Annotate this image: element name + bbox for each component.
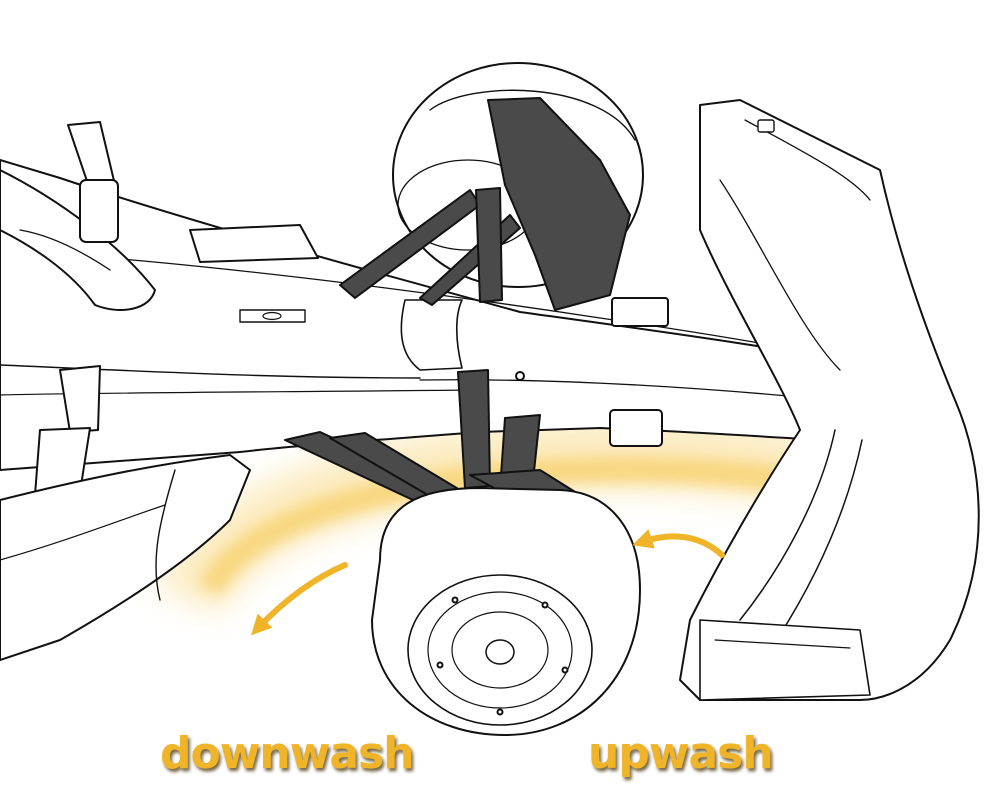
curved-arrow-left-icon bbox=[632, 529, 725, 558]
near-front-tyre bbox=[371, 487, 641, 736]
airflow-arrows bbox=[250, 529, 725, 636]
curved-arrow-down-left-icon bbox=[250, 562, 348, 636]
halo-and-mirror bbox=[0, 121, 319, 311]
upwash-label: upwash bbox=[588, 728, 774, 779]
downwash-label: downwash bbox=[160, 728, 415, 779]
sidepod-intake bbox=[0, 365, 251, 661]
front-wing-endplate bbox=[679, 99, 980, 701]
